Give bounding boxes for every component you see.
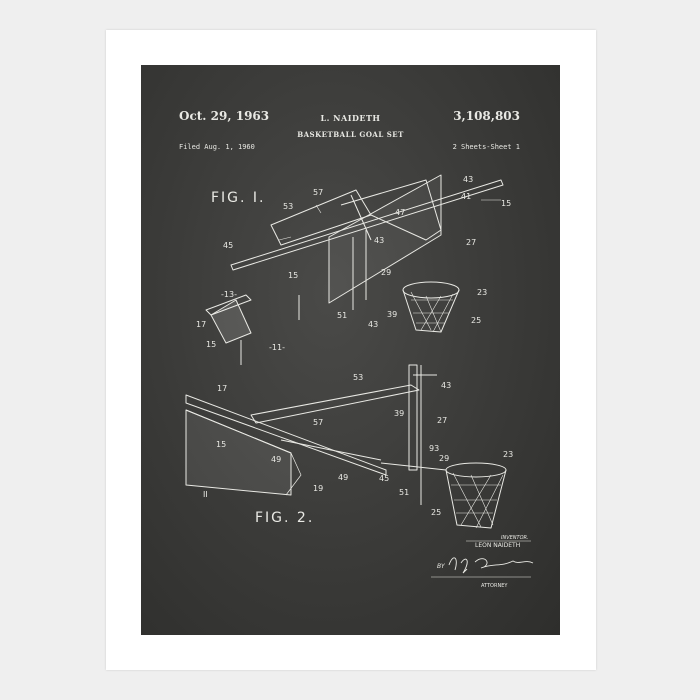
fig2-ref: 23 <box>503 450 513 459</box>
fig2-ref: 39 <box>394 409 404 418</box>
fig2-ref: 25 <box>431 508 441 517</box>
fig1-label: FIG. I. <box>211 190 266 206</box>
patent-drawings: 57 53 47 43 41 15 45 43 27 29 23 15 -13-… <box>185 174 534 578</box>
fig1-ref: 15 <box>501 199 511 208</box>
fig1-reference-numerals: 57 53 47 43 41 15 45 43 27 29 23 15 -13-… <box>196 175 511 352</box>
fig2-ref: 29 <box>439 454 449 463</box>
inventor-name: LEON NAIDETH <box>475 542 521 549</box>
fig1-ref: 25 <box>471 316 481 325</box>
fig1-ref: 15 <box>206 340 216 349</box>
fig2-drawing <box>185 364 507 529</box>
patent-title: BASKETBALL GOAL SET <box>297 130 404 139</box>
fig1-ref: -13- <box>221 290 237 299</box>
fig2-ref: 93 <box>429 444 439 453</box>
fig2-ref: 57 <box>313 418 323 427</box>
by-label: BY <box>437 563 445 570</box>
fig2-ref: 15 <box>216 440 226 449</box>
attorney-label: ATTORNEY <box>481 583 508 589</box>
sheet-count: 2 Sheets-Sheet 1 <box>452 143 520 151</box>
fig2-ref: 43 <box>441 381 451 390</box>
fig1-ref: 41 <box>461 192 471 201</box>
fig1-ref: 43 <box>368 320 378 329</box>
patent-date: Oct. 29, 1963 <box>179 109 270 123</box>
patent-number: 3,108,803 <box>453 109 520 123</box>
fig2-ref: II <box>203 490 208 499</box>
inventor-header: L. NAIDETH <box>320 113 381 123</box>
fig1-ref: 29 <box>381 268 391 277</box>
fig1-ref: 39 <box>387 310 397 319</box>
fig1-ref: -11- <box>269 343 285 352</box>
patent-chalkboard-print: Oct. 29, 1963 L. NAIDETH BASKETBALL GOAL… <box>141 65 560 635</box>
fig1-ref: 43 <box>463 175 473 184</box>
fig1-ref: 23 <box>477 288 487 297</box>
inventor-label: INVENTOR. <box>501 535 529 541</box>
fig2-ref: 53 <box>353 373 363 382</box>
fig2-ref: 49 <box>271 455 281 464</box>
fig1-ref: 17 <box>196 320 206 329</box>
fig2-label: FIG. 2. <box>255 510 315 526</box>
fig1-ref: 43 <box>374 236 384 245</box>
fig1-ref: 45 <box>223 241 233 250</box>
attorney-signature <box>448 557 534 574</box>
fig1-ref: 53 <box>283 202 293 211</box>
fig1-ref: 57 <box>313 188 323 197</box>
fig2-ref: 51 <box>399 488 409 497</box>
fig2-ref: 49 <box>338 473 348 482</box>
fig1-ref: 27 <box>466 238 476 247</box>
fig1-ref: 51 <box>337 311 347 320</box>
fig2-ref: 27 <box>437 416 447 425</box>
fig2-reference-numerals: 53 43 17 39 27 57 15 49 49 45 93 29 23 1… <box>203 373 513 517</box>
filed-date: Filed Aug. 1, 1960 <box>179 143 255 151</box>
fig2-ref: 17 <box>217 384 227 393</box>
fig1-ref: 15 <box>288 271 298 280</box>
fig2-ref: 19 <box>313 484 323 493</box>
fig1-ref: 47 <box>395 208 405 217</box>
fig1-drawing <box>205 174 504 365</box>
fig2-ref: 45 <box>379 474 389 483</box>
